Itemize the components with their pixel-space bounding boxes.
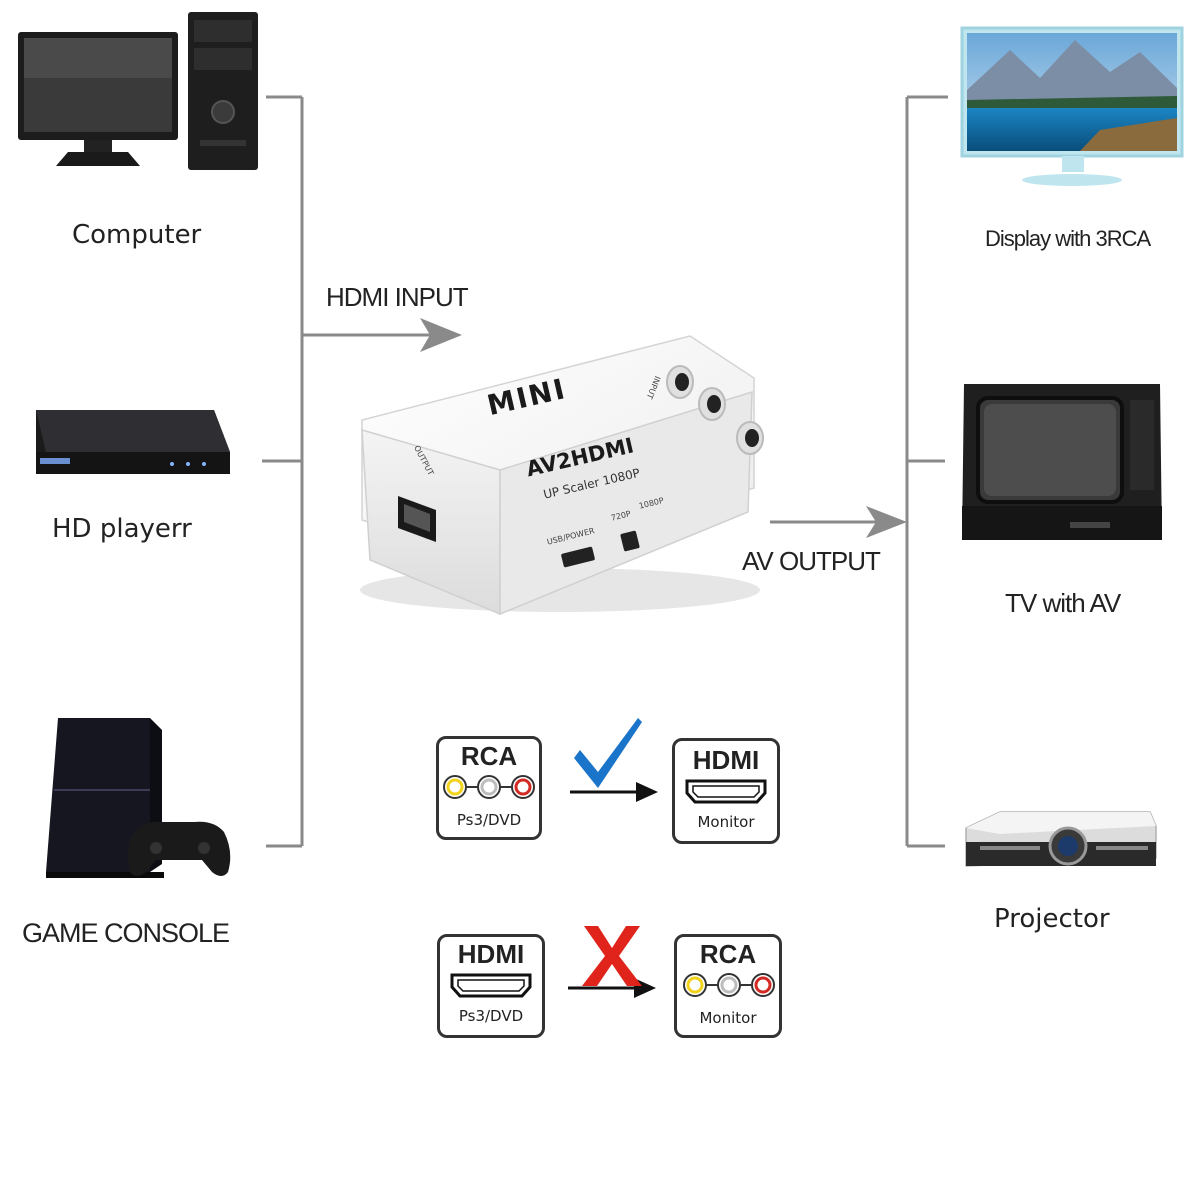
source-label-game-console: GAME CONSOLE: [22, 918, 230, 948]
legend-ok-from-sub: Ps3/DVD: [456, 811, 522, 829]
legend-ok-from-title: RCA: [460, 741, 518, 771]
legend-ok-to-title: HDMI: [692, 745, 760, 775]
source-label-hd-player: HD playerr: [52, 514, 192, 544]
hdmi-port-icon: [685, 779, 767, 804]
output-label-tv: TV with AV: [1005, 588, 1121, 618]
hdmi-input-arrow: [302, 318, 462, 352]
legend-ok-to-box: HDMI Monitor: [672, 738, 780, 844]
source-label-computer: Computer: [72, 220, 202, 250]
legend-no-from-box: HDMI Ps3/DVD: [437, 934, 545, 1038]
rca-jacks-icon: [443, 775, 535, 799]
rca-jacks-icon: [683, 973, 775, 997]
hdmi-input-label: HDMI INPUT: [326, 282, 469, 312]
legend-ok-to-sub: Monitor: [697, 813, 755, 831]
legend-no-to-title: RCA: [699, 939, 757, 969]
output-label-display: Display with 3RCA: [985, 226, 1151, 251]
legend-no-from-sub: Ps3/DVD: [458, 1007, 524, 1025]
legend-no-from-title: HDMI: [457, 939, 525, 969]
legend-no-to-sub: Monitor: [699, 1009, 757, 1027]
legend-no-to-box: RCA Monitor: [674, 934, 782, 1038]
hdmi-port-icon: [450, 973, 532, 998]
av-output-label: AV OUTPUT: [742, 546, 881, 576]
output-label-projector: Projector: [994, 904, 1110, 934]
av-output-arrow: [770, 506, 907, 538]
legend-ok-from-box: RCA Ps3/DVD: [436, 736, 542, 840]
